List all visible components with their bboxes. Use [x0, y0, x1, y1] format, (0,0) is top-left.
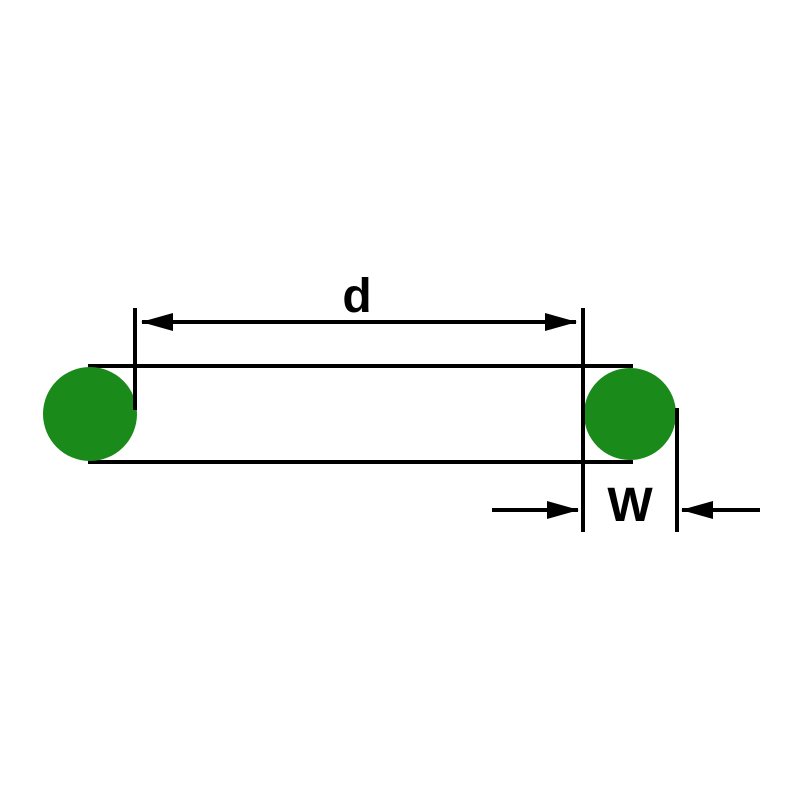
diameter-label: d [342, 270, 371, 323]
width-label: W [607, 479, 653, 532]
oring-section-right-circle [584, 368, 676, 460]
oring-section-left-circle [43, 367, 137, 461]
